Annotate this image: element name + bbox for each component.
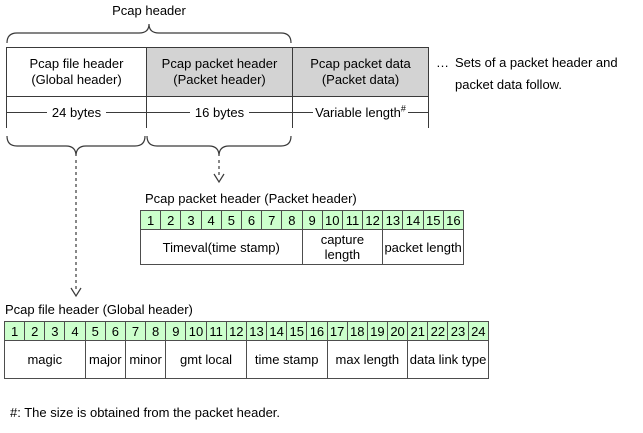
pcap-packet-data-box-line1: Pcap packet data <box>310 56 411 71</box>
pcap-header-label: Pcap header <box>112 3 186 18</box>
dimension-line <box>249 112 292 113</box>
field-cell: data link type <box>407 340 489 379</box>
byte-number-cell: 20 <box>386 321 409 341</box>
byte-number-cell: 9 <box>165 321 187 341</box>
field-cell: magic <box>4 340 86 379</box>
byte-number-cell: 6 <box>240 210 263 230</box>
byte-number-cell: 8 <box>145 321 167 341</box>
dimension-line <box>7 112 47 113</box>
field-cell: minor <box>124 340 167 379</box>
byte-number-cell: 13 <box>245 321 268 341</box>
global-header-table-title: Pcap file header (Global header) <box>5 302 193 317</box>
field-cell: max length <box>326 340 409 379</box>
field-cell: capture length <box>301 229 384 265</box>
byte-number-cell: 12 <box>225 321 247 341</box>
pcap-packet-data-box-line2: (Packet data) <box>321 72 400 87</box>
packet-data-size-zone: Variable length# <box>292 97 429 128</box>
packet-header-size-zone: 16 bytes <box>146 97 292 128</box>
field-cell: packet length <box>382 229 464 265</box>
dimension-line <box>293 112 314 113</box>
byte-number-cell: 14 <box>402 210 424 230</box>
packet-header-table-title: Pcap packet header (Packet header) <box>145 191 357 206</box>
field-cell: Timeval(time stamp) <box>140 229 303 265</box>
byte-number-cell: 5 <box>220 210 242 230</box>
byte-number-cell: 24 <box>467 321 490 341</box>
byte-number-cell: 4 <box>64 321 86 341</box>
byte-number-cell: 18 <box>346 321 368 341</box>
field-cell: time stamp <box>245 340 328 379</box>
file-header-underbrace <box>6 135 146 157</box>
footnote-marker: # <box>400 103 406 114</box>
byte-number-cell: 5 <box>84 321 106 341</box>
byte-number-cell: 11 <box>205 321 227 341</box>
byte-number-cell: 4 <box>200 210 222 230</box>
byte-number-cell: 3 <box>180 210 202 230</box>
packet-header-arrowhead <box>213 173 225 184</box>
byte-number-cell: 16 <box>306 321 328 341</box>
byte-number-cell: 9 <box>301 210 323 230</box>
side-note: … Sets of a packet header and packet dat… <box>436 52 636 96</box>
packet-header-size-label: 16 bytes <box>194 105 245 120</box>
byte-number-cell: 14 <box>266 321 288 341</box>
file-header-size-label: 24 bytes <box>51 105 102 120</box>
pcap-packet-data-box: Pcap packet data (Packet data) <box>292 47 429 97</box>
pcap-file-header-box-line1: Pcap file header <box>29 56 124 71</box>
side-note-line1: Sets of a packet header and <box>455 55 618 70</box>
byte-number-cell: 13 <box>382 210 404 230</box>
byte-number-cell: 16 <box>442 210 465 230</box>
byte-number-cell: 1 <box>139 210 162 230</box>
byte-number-cell: 10 <box>321 210 343 230</box>
packet-header-underbrace <box>146 135 292 157</box>
byte-number-cell: 6 <box>104 321 126 341</box>
pcap-file-header-box: Pcap file header (Global header) <box>6 47 147 97</box>
pcap-packet-header-box-line2: (Packet header) <box>173 72 266 87</box>
byte-number-cell: 2 <box>24 321 46 341</box>
pcap-file-header-box-line2: (Global header) <box>31 72 122 87</box>
field-cell: major <box>84 340 126 379</box>
packet-data-size-label: Variable length# <box>315 103 406 120</box>
byte-number-cell: 7 <box>124 321 147 341</box>
byte-number-cell: 3 <box>44 321 66 341</box>
pcap-header-overbrace <box>6 23 292 44</box>
footnote: #: The size is obtained from the packet … <box>10 405 281 420</box>
byte-number-cell: 12 <box>362 210 384 230</box>
byte-number-cell: 11 <box>341 210 364 230</box>
byte-number-cell: 1 <box>3 321 26 341</box>
byte-number-cell: 19 <box>366 321 388 341</box>
pcap-packet-header-box: Pcap packet header (Packet header) <box>146 47 293 97</box>
byte-number-cell: 17 <box>326 321 348 341</box>
ellipsis-marker: … <box>436 55 449 70</box>
side-note-text: Sets of a packet header and packet data … <box>455 52 618 96</box>
dimension-line <box>106 112 146 113</box>
pcap-packet-header-box-line1: Pcap packet header <box>161 56 278 71</box>
byte-number-cell: 8 <box>281 210 303 230</box>
byte-number-cell: 10 <box>185 321 207 341</box>
byte-number-cell: 22 <box>427 321 449 341</box>
dimension-line <box>147 112 190 113</box>
byte-number-cell: 15 <box>286 321 308 341</box>
byte-number-cell: 15 <box>422 210 444 230</box>
byte-number-cell: 7 <box>261 210 283 230</box>
dimension-line <box>407 112 428 113</box>
byte-number-cell: 2 <box>160 210 182 230</box>
file-header-size-zone: 24 bytes <box>6 97 146 128</box>
byte-number-cell: 21 <box>407 321 429 341</box>
field-cell: gmt local <box>165 340 247 379</box>
file-header-arrowhead <box>70 287 82 298</box>
byte-number-cell: 23 <box>447 321 469 341</box>
side-note-line2: packet data follow. <box>455 77 562 92</box>
